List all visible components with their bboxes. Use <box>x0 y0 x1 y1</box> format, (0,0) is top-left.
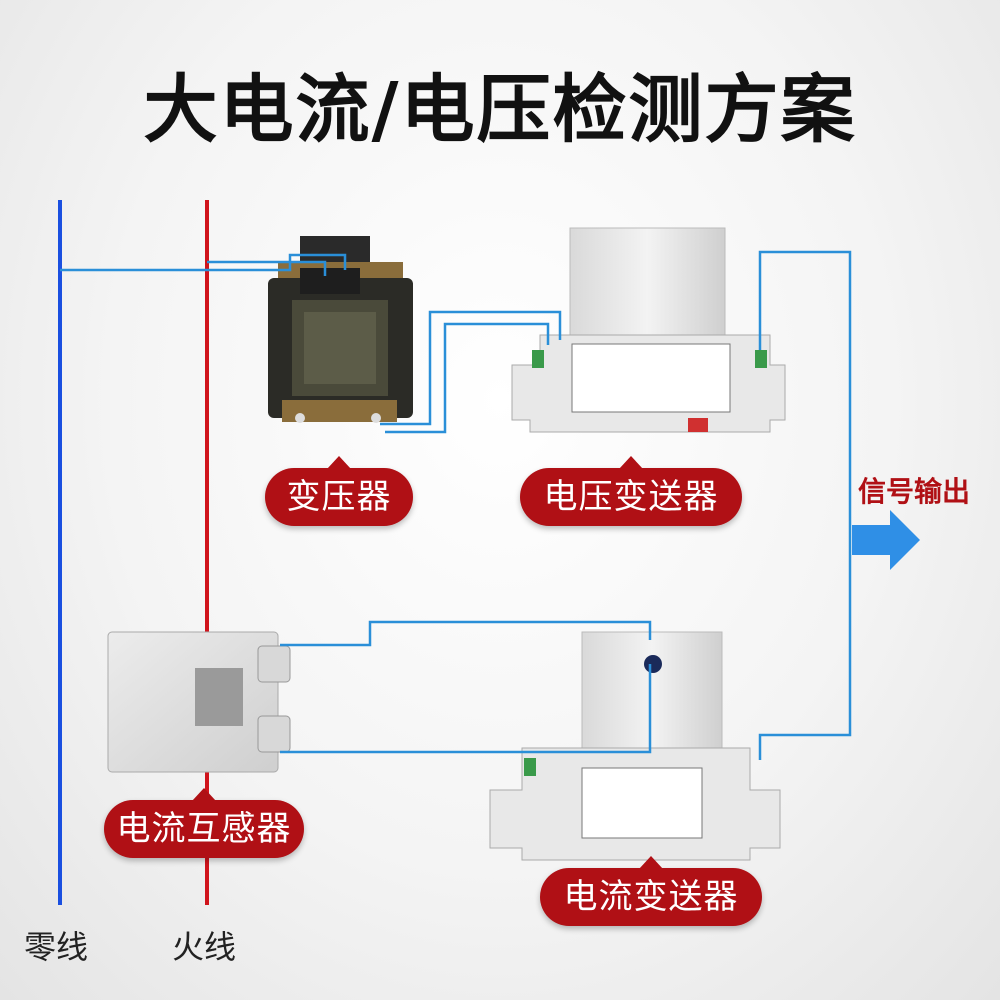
transformer-label: 变压器 <box>265 456 413 526</box>
live-line-label: 火线 <box>172 928 237 966</box>
voltage-transmitter-device <box>511 227 786 433</box>
neutral-line-label: 零线 <box>24 928 89 966</box>
signal-output-label: 信号输出 <box>858 475 971 508</box>
page-title: 大电流/电压检测方案 <box>143 67 857 153</box>
voltage-transmitter-label-text: 电压变送器 <box>543 477 719 517</box>
current-transmitter-label-text: 电流变送器 <box>563 877 739 917</box>
current-transmitter-label: 电流变送器 <box>540 856 762 926</box>
transformer-label-text: 变压器 <box>286 477 392 517</box>
current-transformer-label-text: 电流互感器 <box>116 809 292 849</box>
current-transmitter-device <box>489 631 781 861</box>
signal-arrow <box>852 510 920 570</box>
signal-wires <box>60 250 852 760</box>
transformer-device <box>268 236 413 423</box>
current-transformer-device <box>107 631 291 773</box>
current-transformer-label: 电流互感器 <box>104 788 304 858</box>
voltage-transmitter-label: 电压变送器 <box>520 456 742 526</box>
